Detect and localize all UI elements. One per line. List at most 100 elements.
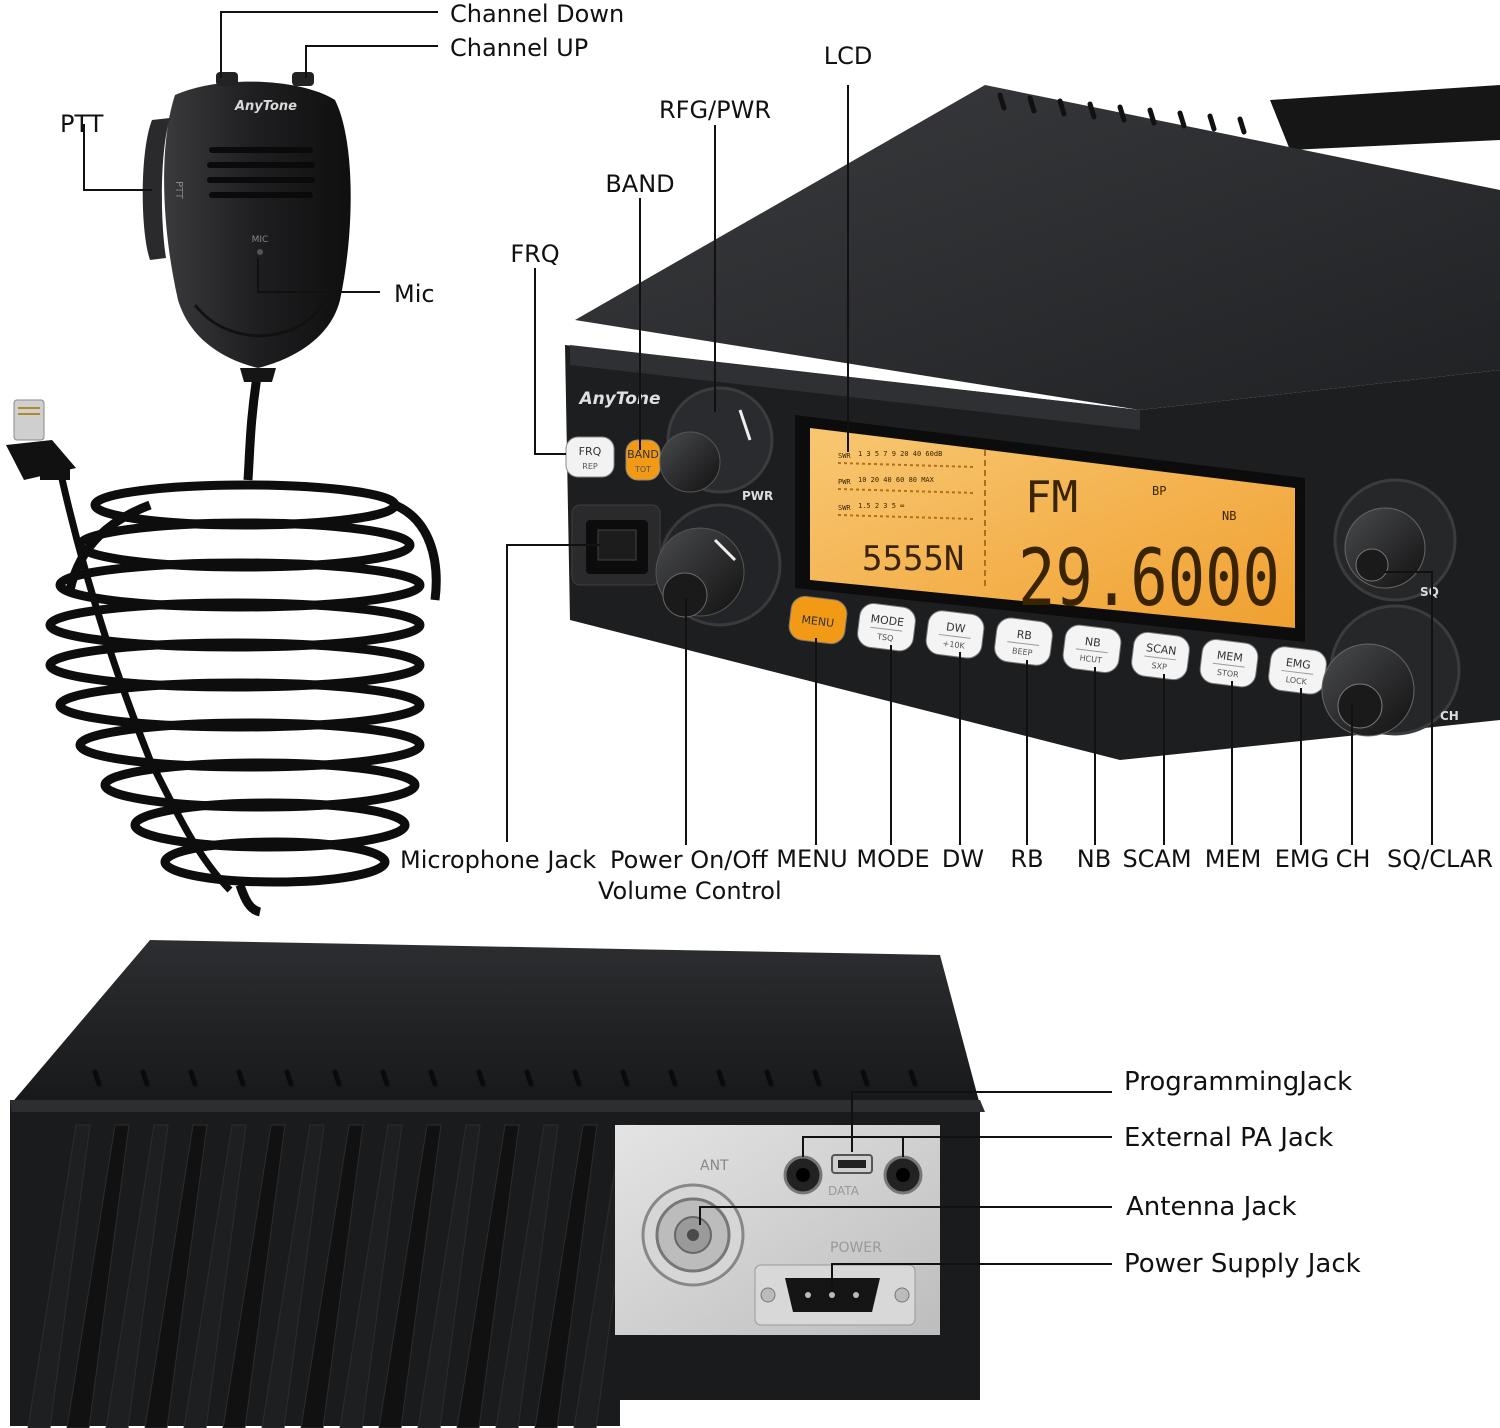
radio-top-cover	[575, 85, 1500, 410]
rear-vent-slot	[812, 1069, 822, 1087]
ch-mark: CH	[1440, 709, 1459, 723]
label-mode: MODE	[856, 845, 930, 873]
row-button-mode[interactable]: MODE TSQ	[856, 602, 917, 652]
heatsink-fin	[66, 1124, 130, 1428]
label-nb: NB	[1076, 845, 1112, 873]
rear-vent-slot	[524, 1069, 534, 1087]
rear-vent-slot	[764, 1069, 774, 1087]
pwr-mark: PWR	[742, 489, 773, 503]
row-button-label: MENU	[801, 613, 835, 630]
label-rfg-pwr: RFG/PWR	[658, 96, 772, 124]
radio-rear: ANT DATA POWER	[10, 940, 985, 1428]
rear-vent-slot	[380, 1069, 390, 1087]
mic-hole	[257, 249, 263, 255]
heatsink-fin	[222, 1124, 286, 1428]
channel-down-key	[216, 72, 238, 86]
row-button-rb[interactable]: RB BEEP	[993, 616, 1054, 666]
mic-body	[164, 81, 351, 368]
row-button-dw[interactable]: DW+10K	[925, 609, 986, 659]
panel-button-label: FRQ	[579, 445, 602, 458]
rear-vent-slot	[236, 1069, 246, 1087]
label-frq: FRQ	[510, 240, 560, 268]
lcd-scale-bar	[837, 488, 976, 494]
lcd-scale-bar	[837, 462, 976, 468]
row-button-label: DW	[945, 620, 966, 635]
heatsink-fin	[27, 1124, 91, 1428]
row-button-menu[interactable]: MENU	[788, 595, 849, 645]
row-button-nb[interactable]: NB HCUT	[1062, 624, 1123, 674]
row-button-sublabel: LOCK	[1285, 675, 1308, 687]
lcd-scale-ticks: 10 20 40 60 80 MAX	[858, 476, 935, 484]
rear-vent-slot	[668, 1069, 678, 1087]
rear-vent-slot	[284, 1069, 294, 1087]
row-button-label: MODE	[870, 612, 905, 629]
panel-button-sublabel: TOT	[634, 465, 651, 474]
rj45-plug-icon	[6, 399, 76, 480]
label-lcd: LCD	[823, 42, 873, 70]
ptt-bar	[142, 118, 170, 260]
label-power-onoff: Power On/Off	[610, 846, 768, 874]
sq-clar-knob	[1344, 507, 1426, 589]
label-dw: DW	[941, 845, 985, 873]
rear-top-cover	[10, 940, 980, 1105]
lcd-scale-name: SWR	[838, 452, 851, 460]
ant-plate-mark: ANT	[700, 1158, 729, 1174]
label-microphone-jack: Microphone Jack	[400, 846, 597, 874]
row-button-label: MEM	[1216, 649, 1243, 665]
row-button-label: NB	[1084, 635, 1101, 650]
straight-cord	[56, 469, 233, 893]
row-button-label: RB	[1016, 628, 1033, 643]
rear-vent-slot	[428, 1069, 438, 1087]
heatsink-fin	[183, 1124, 247, 1428]
label-mem: MEM	[1204, 845, 1262, 873]
row-button-sublabel: BEEP	[1012, 646, 1034, 657]
row-button-sublabel: SXP	[1151, 661, 1168, 672]
panel-button-sublabel: REP	[582, 462, 598, 471]
row-button-sublabel: STOR	[1216, 668, 1239, 680]
channel-up-key	[292, 72, 314, 86]
row-button-label: EMG	[1285, 656, 1311, 672]
heatsink-fin	[144, 1124, 208, 1428]
row-button-mem[interactable]: MEM STOR	[1199, 638, 1260, 688]
lcd-screen	[810, 428, 1295, 628]
lcd-scale-bar	[837, 514, 976, 520]
row-button-sublabel: TSQ	[876, 632, 894, 643]
mic-body-mark: MIC	[252, 235, 269, 245]
label-channel-down: Channel Down	[450, 0, 625, 28]
label-ch: CH	[1335, 845, 1371, 873]
label-mic: Mic	[394, 280, 435, 308]
lcd-mode: FM	[1025, 472, 1078, 523]
label-sq-clar: SQ/CLAR	[1387, 845, 1493, 873]
power-plate-mark: POWER	[830, 1240, 882, 1256]
label-scam: SCAM	[1122, 845, 1192, 873]
row-button-sublabel: HCUT	[1079, 653, 1102, 665]
label-ptt: PTT	[60, 110, 104, 138]
label-menu: MENU	[776, 845, 848, 873]
lcd-scale-name: PWR	[838, 478, 851, 486]
heatsink-fin	[534, 1124, 598, 1428]
label-external-pa-jack: External PA Jack	[1124, 1123, 1334, 1153]
lcd-frequency: 29.6000	[1018, 534, 1280, 624]
heatsink-fin	[105, 1124, 169, 1428]
rfg-pwr-inner-knob	[659, 431, 721, 493]
rear-vent-slot	[332, 1069, 342, 1087]
rear-vent-slot	[476, 1069, 486, 1087]
rear-vent-slot	[908, 1069, 918, 1087]
label-rb: RB	[1010, 845, 1044, 873]
leader-lines	[83, 11, 1433, 1292]
rear-vent-slot	[92, 1069, 102, 1087]
radio-front: SWR 1 3 5 7 9 20 40 60dB PWR 10 20 40 60 80…	[565, 85, 1500, 760]
lcd-scale-ticks: 1 3 5 7 9 20 40 60dB	[858, 450, 942, 458]
label-band: BAND	[605, 170, 675, 198]
label-programming-jack: ProgrammingJack	[1124, 1067, 1353, 1097]
panel-button-frq[interactable]: FRQ REP	[565, 436, 615, 478]
rear-vent-slot	[860, 1069, 870, 1087]
rear-vent-slot	[140, 1069, 150, 1087]
heatsink-fin	[261, 1124, 325, 1428]
heatsink-fin	[339, 1124, 403, 1428]
row-button-emg[interactable]: EMG LOCK	[1267, 645, 1328, 695]
heatsink-fin	[300, 1124, 364, 1428]
